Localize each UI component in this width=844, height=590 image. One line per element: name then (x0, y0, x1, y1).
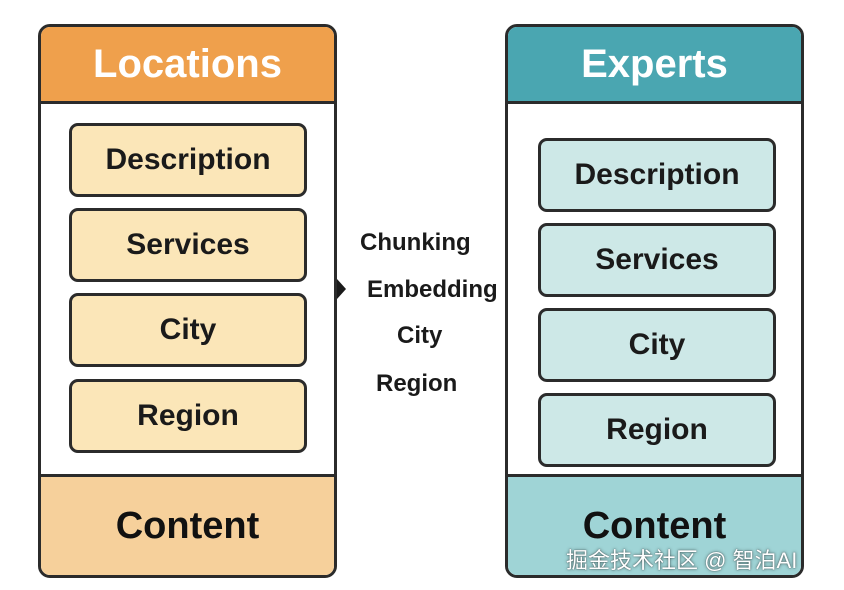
locations-field-description: Description (69, 123, 307, 197)
experts-field-region: Region (538, 393, 776, 467)
arrow-right-icon (337, 279, 346, 299)
experts-field-description: Description (538, 138, 776, 212)
locations-field-region: Region (69, 379, 307, 453)
experts-field-city: City (538, 308, 776, 382)
experts-card: Experts Description Services City Region… (505, 24, 804, 578)
locations-field-services: Services (69, 208, 307, 282)
pipeline-step-region: Region (376, 370, 458, 397)
experts-field-services: Services (538, 223, 776, 297)
pipeline-step-chunking: Chunking (360, 229, 471, 256)
locations-field-city: City (69, 293, 307, 367)
locations-title: Locations (41, 27, 334, 104)
experts-content: Content (508, 474, 801, 575)
locations-content: Content (41, 474, 334, 575)
watermark: 掘金技术社区 @ 智泊AI (566, 548, 798, 573)
experts-title: Experts (508, 27, 801, 104)
locations-card: Locations Description Services City Regi… (38, 24, 337, 578)
pipeline-step-embedding: Embedding (367, 276, 498, 303)
pipeline-step-city: City (397, 322, 443, 349)
